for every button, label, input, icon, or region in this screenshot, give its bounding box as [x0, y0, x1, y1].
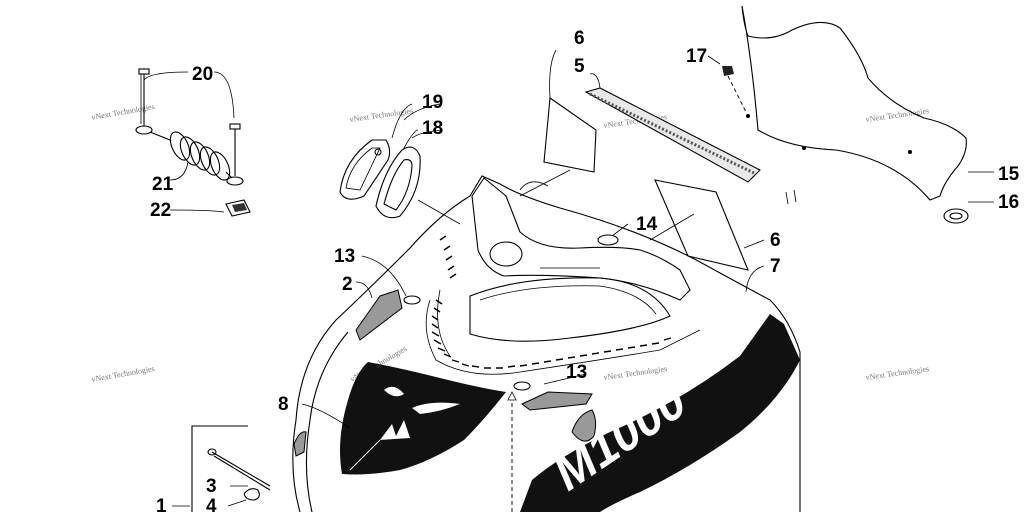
hood: M1000	[292, 175, 801, 512]
visor-trim-part-5	[584, 73, 761, 183]
watermark: vNext Technologies	[865, 364, 930, 382]
reflector-part-14	[597, 234, 619, 246]
callout-19: 19	[422, 92, 443, 113]
callout-18: 18	[422, 118, 443, 139]
callout-16: 16	[998, 192, 1019, 213]
decal-part-7: M1000	[520, 314, 800, 512]
callout-1: 1	[156, 496, 167, 512]
callout-6-top: 6	[574, 28, 585, 49]
watermark: vNext Technologies	[865, 106, 930, 124]
decal-part-8	[340, 362, 506, 475]
mirror-frame-part-18	[375, 103, 461, 225]
clip-part-22	[225, 199, 251, 217]
shield-part-6-right	[649, 179, 749, 271]
callout-14: 14	[636, 214, 658, 235]
callout-3: 3	[206, 476, 217, 497]
screw-part-17	[707, 55, 747, 113]
watermark: vNext Technologies	[91, 364, 156, 384]
callout-17: 17	[686, 46, 707, 67]
callout-6: 6	[770, 230, 781, 251]
coil-cord-part-21	[149, 131, 233, 181]
callout-22: 22	[150, 200, 171, 221]
callout-15: 15	[998, 164, 1020, 185]
callout-8: 8	[278, 394, 289, 415]
windshield-part-15	[741, 5, 994, 205]
grommet	[226, 176, 244, 186]
reflector-part-13	[403, 295, 421, 305]
callout-13: 13	[566, 362, 587, 383]
screw-part-20b	[229, 123, 241, 176]
rod-assembly	[172, 425, 271, 512]
reflector-part-13b	[513, 381, 531, 391]
tether-assembly	[135, 68, 251, 217]
shield-part-6-left	[519, 49, 597, 197]
watermark: vNext Technologies	[603, 364, 668, 382]
callout-7: 7	[770, 256, 781, 277]
washer-part-16	[943, 201, 994, 224]
callout-4: 4	[206, 496, 217, 512]
callout-5: 5	[574, 56, 585, 77]
mirror-part-19	[339, 139, 391, 200]
callouts: 20 21 22 19 18 6 5 17 15 16 14 6 7 13 2 …	[150, 28, 1020, 512]
watermark: vNext Technologies	[349, 106, 414, 124]
grommet	[135, 125, 153, 135]
leader-lines	[301, 103, 765, 429]
callout-20: 20	[192, 64, 213, 85]
callout-13-top: 13	[334, 246, 355, 267]
watermarks: vNext Technologies vNext Technologies vN…	[91, 102, 930, 384]
watermark: vNext Technologies	[91, 102, 156, 122]
screw-part-20	[138, 68, 150, 126]
callout-21: 21	[152, 174, 174, 195]
louvers	[425, 235, 701, 375]
callout-2: 2	[342, 274, 353, 295]
